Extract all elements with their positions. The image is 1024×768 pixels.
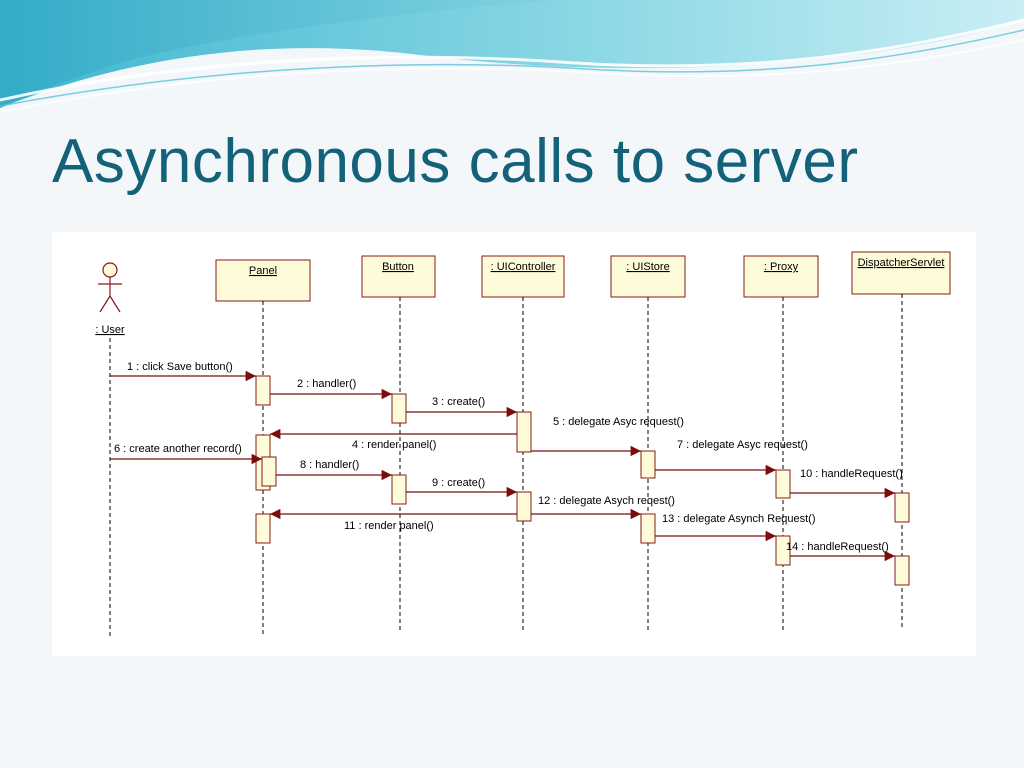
lifeline-dashes	[109, 294, 903, 636]
message-label: 14 : handleRequest()	[786, 541, 889, 553]
lifeline-label: : Proxy	[764, 261, 799, 273]
actor-user: : User	[95, 262, 125, 336]
activation-bar	[775, 469, 791, 499]
lifeline-uistore: : UIStore	[610, 255, 686, 298]
activation-bar	[516, 411, 532, 453]
lifeline-label: DispatcherServlet	[858, 257, 945, 269]
activation-bar	[640, 513, 656, 544]
lifeline-label: : UIStore	[626, 261, 669, 273]
message-label: 4 : render panel()	[352, 439, 436, 451]
message-labels: 1 : click Save button() 2 : handler() 3 …	[114, 361, 903, 553]
activation-bar	[775, 535, 791, 566]
activation-bar	[261, 456, 277, 487]
actor-label: : User	[95, 324, 125, 336]
lifeline-label: Panel	[249, 265, 277, 277]
activation-bar	[894, 492, 910, 523]
stick-figure-icon	[98, 262, 122, 313]
lifeline-uicontroller: : UIController	[481, 255, 565, 298]
lifeline-button: Button	[361, 255, 436, 298]
activation-bar	[391, 474, 407, 505]
lifeline-proxy: : Proxy	[743, 255, 819, 298]
message-label: 8 : handler()	[300, 459, 359, 471]
message-label: 9 : create()	[432, 477, 485, 489]
message-label: 6 : create another record()	[114, 443, 242, 455]
activation-bar	[391, 393, 407, 424]
activation-bar	[516, 491, 532, 522]
message-label: 3 : create()	[432, 396, 485, 408]
slide-title: Asynchronous calls to server	[52, 127, 859, 196]
activation-bar	[640, 450, 656, 479]
header-wave-decoration	[0, 0, 1024, 113]
message-arrows	[110, 370, 895, 562]
message-label: 13 : delegate Asynch Request()	[662, 513, 815, 525]
lifeline-dispatcherservlet: DispatcherServlet	[851, 251, 951, 295]
message-label: 12 : delegate Asych reqest()	[538, 495, 675, 507]
message-label: 2 : handler()	[297, 378, 356, 390]
message-label: 1 : click Save button()	[127, 361, 233, 373]
message-label: 11 : render panel()	[344, 520, 434, 532]
lifeline-label: Button	[382, 261, 414, 273]
activation-bar	[255, 375, 271, 406]
activation-bar	[255, 513, 271, 544]
message-label: 10 : handleRequest()	[800, 468, 903, 480]
sequence-diagram: : User Panel Button : UIController : UIS…	[52, 232, 976, 656]
message-label: 7 : delegate Asyc request()	[677, 439, 808, 451]
activation-bar	[894, 555, 910, 586]
lifeline-panel: Panel	[215, 259, 311, 302]
message-label: 5 : delegate Asyc request()	[553, 416, 684, 428]
lifeline-label: : UIController	[491, 261, 556, 273]
activation-bars	[255, 375, 910, 586]
